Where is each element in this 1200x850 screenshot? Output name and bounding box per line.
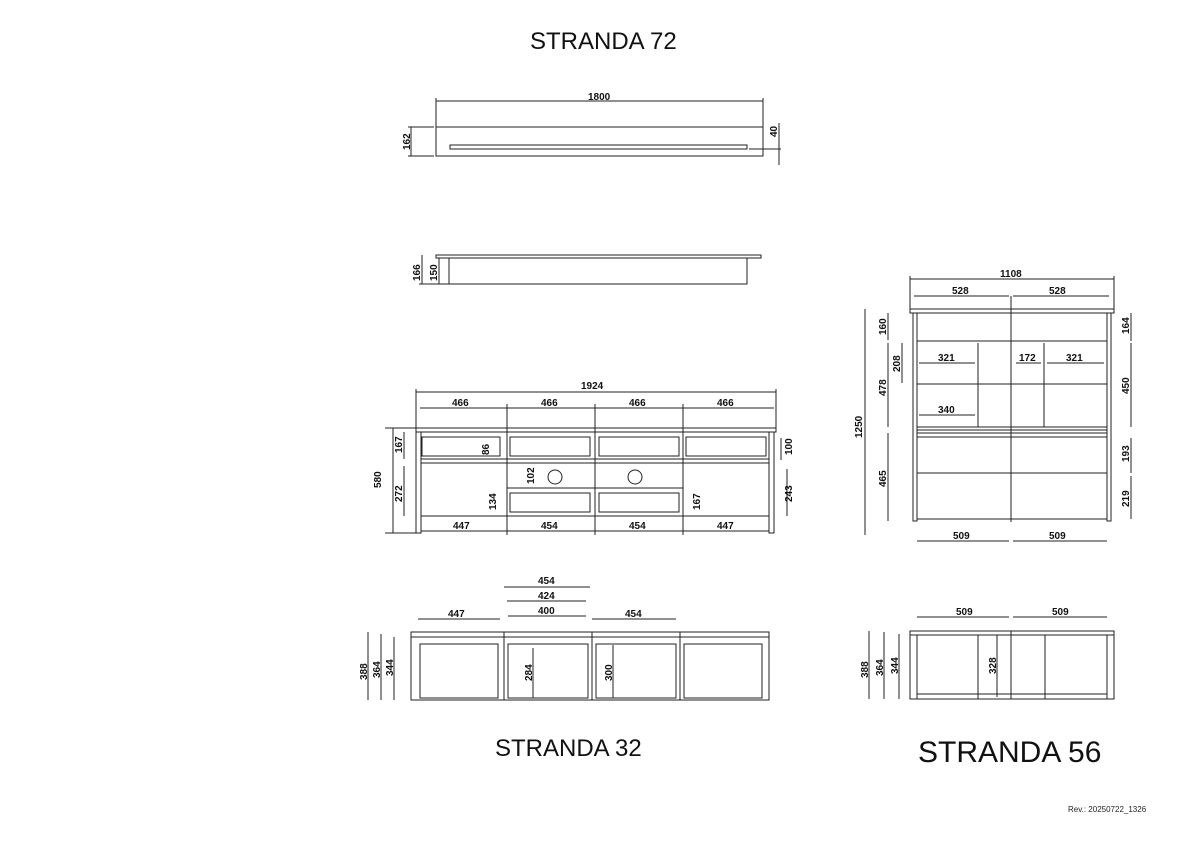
dim-stranda56-left-4: 465: [878, 470, 889, 487]
dim-stranda56-right-4: 219: [1121, 490, 1132, 507]
dim-stranda32-top-1: 466: [452, 398, 469, 409]
dim-stranda72-side-inner: 150: [429, 264, 440, 281]
dim-stranda56-left-3: 208: [892, 355, 903, 372]
dim-stranda32-lower-door-2: 300: [604, 664, 615, 681]
dim-stranda56-lower-door: 328: [988, 657, 999, 674]
dim-stranda56-height: 1250: [854, 415, 865, 438]
dim-stranda56-right-3: 193: [1121, 445, 1132, 462]
dim-stranda32-drawer-inner: 86: [481, 443, 492, 455]
dim-stranda56-lower-h-1: 388: [860, 661, 871, 678]
dim-stranda32-left-bottom: 272: [394, 485, 405, 502]
dim-stranda32-top-2: 466: [541, 398, 558, 409]
dim-stranda56-lower-w-1: 509: [956, 607, 973, 618]
dim-stranda32-lower-w-1: 447: [448, 609, 465, 620]
title-stranda-56: STRANDA 56: [918, 736, 1102, 769]
stranda72-front-view: 1800 162 40: [402, 92, 781, 165]
dim-stranda72-width: 1800: [588, 92, 611, 103]
dim-stranda56-lower-w-2: 509: [1052, 607, 1069, 618]
dim-stranda56-width: 1108: [1000, 269, 1022, 280]
dim-stranda32-lower-w-4: 400: [538, 606, 555, 617]
dim-stranda56-inner-1: 321: [938, 353, 955, 364]
dim-stranda32-lower-w-5: 454: [625, 609, 642, 620]
dim-stranda32-right-drawer: 167: [692, 493, 703, 510]
dim-stranda72-height: 162: [402, 133, 413, 150]
dim-stranda32-lower-h-2: 364: [372, 661, 383, 678]
dim-stranda56-inner-3: 321: [1066, 353, 1083, 364]
dim-stranda32-lower-h-1: 388: [359, 663, 370, 680]
stranda56-front-view: 1108 528 528 509 509 1250 160 478 208 46…: [854, 269, 1132, 542]
dim-stranda56-bottom-1: 509: [953, 531, 970, 542]
dim-stranda32-opening: 102: [526, 467, 537, 484]
dim-stranda56-top-1: 528: [952, 286, 969, 297]
dim-stranda32-bottom-2: 454: [541, 521, 558, 532]
dim-stranda56-right-2: 450: [1121, 377, 1132, 394]
dim-stranda32-height: 580: [373, 471, 384, 488]
title-stranda-72: STRANDA 72: [530, 28, 677, 55]
stranda32-lower-view: 447 454 424 400 454 388 364 344 284 300: [359, 576, 770, 701]
dim-stranda56-top-2: 528: [1049, 286, 1066, 297]
dim-stranda56-left-2: 478: [878, 379, 889, 396]
dim-stranda32-left-top: 167: [394, 436, 405, 453]
dim-stranda32-right-bottom: 243: [784, 485, 795, 502]
dim-stranda72-slot: 40: [769, 125, 780, 137]
dim-stranda32-drawer-low: 134: [488, 493, 499, 510]
dim-stranda32-lower-h-3: 344: [385, 659, 396, 676]
dim-stranda32-right-top: 100: [784, 438, 795, 455]
dim-stranda56-inner-4: 340: [938, 405, 955, 416]
dim-stranda56-right-1: 164: [1121, 317, 1132, 334]
dim-stranda32-top-3: 466: [629, 398, 646, 409]
dim-stranda32-bottom-4: 447: [717, 521, 734, 532]
dim-stranda56-inner-2: 172: [1019, 353, 1036, 364]
dim-stranda32-lower-w-3: 424: [538, 591, 555, 602]
dim-stranda56-lower-h-2: 364: [875, 659, 886, 676]
dim-stranda72-side-total: 166: [412, 264, 423, 281]
dim-stranda32-top-4: 466: [717, 398, 734, 409]
dim-stranda56-left-1: 160: [878, 318, 889, 335]
stranda32-front-view: 1924 466 466 466 466 447 454 454 447 580…: [373, 381, 795, 535]
dim-stranda32-bottom-3: 454: [629, 521, 646, 532]
revision-label: Rev.: 20250722_1326: [1068, 805, 1147, 814]
dim-stranda32-width: 1924: [581, 381, 604, 392]
stranda56-lower-view: 509 509 388 364 344 328: [860, 607, 1115, 700]
dim-stranda56-lower-h-3: 344: [890, 657, 901, 674]
dim-stranda56-bottom-2: 509: [1049, 531, 1066, 542]
dim-stranda32-lower-w-2: 454: [538, 576, 555, 587]
dim-stranda32-bottom-1: 447: [453, 521, 470, 532]
dim-stranda32-lower-door-1: 284: [524, 664, 535, 681]
title-stranda-32: STRANDA 32: [495, 735, 642, 762]
stranda72-side-view: 166 150: [412, 254, 762, 285]
